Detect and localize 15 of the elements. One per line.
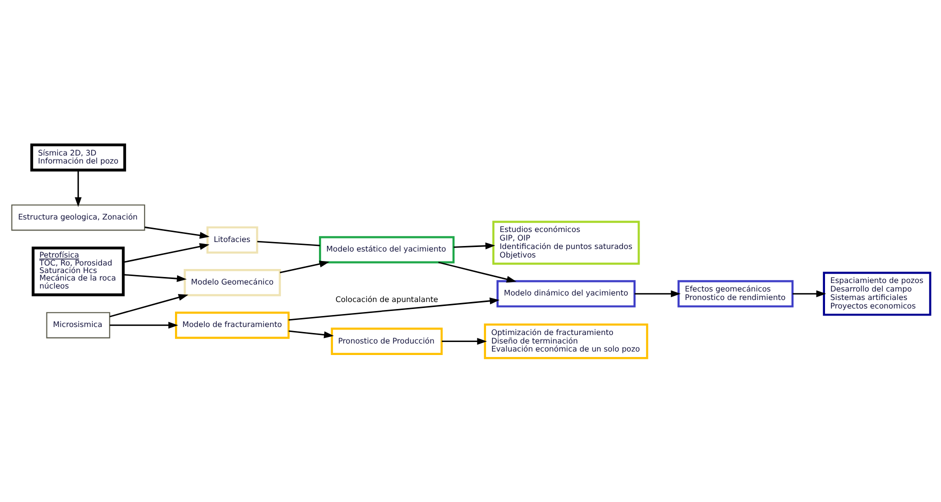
- arrow: [288, 330, 334, 338]
- arrow: [122, 242, 209, 262]
- arrow: [109, 294, 188, 317]
- connector: [256, 240, 320, 246]
- arrow: [279, 260, 329, 273]
- arrow: [109, 321, 178, 328]
- arrow: [144, 226, 210, 238]
- arrow: [453, 242, 495, 249]
- arrow: [634, 290, 680, 297]
- arrow: [792, 290, 826, 297]
- arrow: [288, 297, 500, 320]
- arrow: [74, 170, 82, 207]
- arrow: [122, 273, 186, 282]
- arrow: [441, 337, 486, 344]
- arrow: [438, 261, 516, 282]
